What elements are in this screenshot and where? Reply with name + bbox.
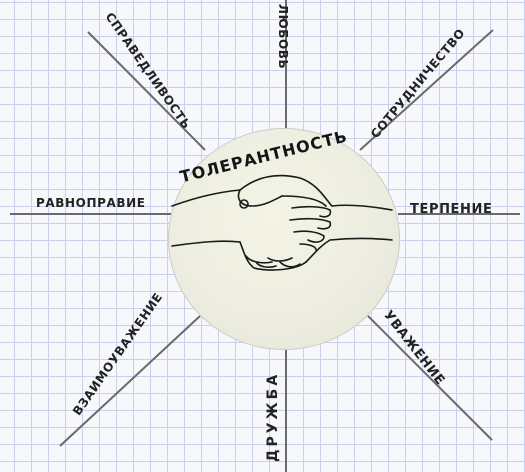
ray-label-lyubov: ЛЮБОВЬ — [276, 4, 290, 69]
ray-label-ravnopravie: РАВНОПРАВИЕ — [36, 196, 146, 210]
ray-label-terpenie: ТЕРПЕНИЕ — [410, 202, 492, 217]
ray-label-druzhba: ДРУЖБА — [265, 372, 281, 462]
